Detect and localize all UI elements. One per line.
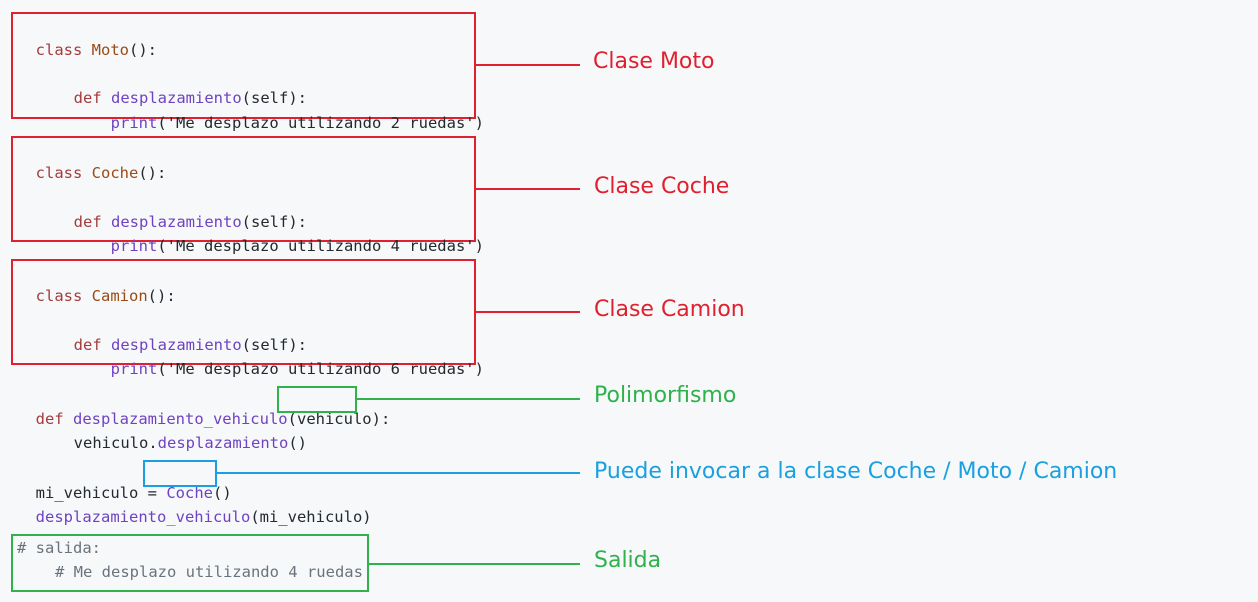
coche-def-line: def desplazamiento(self): — [55, 192, 307, 232]
class-name: Camion — [91, 287, 148, 305]
param-highlight-box — [277, 386, 357, 413]
class-name: Coche — [91, 164, 139, 182]
output-box — [11, 534, 369, 592]
camion-print-line: print('Me desplazo utilizando 6 ruedas') — [92, 339, 484, 379]
invocar-connector — [217, 472, 580, 474]
coche-connector — [476, 188, 580, 190]
params: (self): — [241, 336, 307, 354]
builtin: print — [110, 360, 158, 378]
punct: (): — [129, 41, 157, 59]
salida-connector — [369, 563, 580, 565]
def-vehiculo-line: def desplazamiento_vehiculo(vehiculo): — [17, 389, 391, 429]
class-name: Moto — [91, 41, 129, 59]
call-desplazamiento-line: vehiculo.desplazamiento() — [55, 413, 307, 453]
punct: (): — [138, 164, 167, 182]
keyword: class — [35, 41, 92, 59]
moto-class-line: class Moto(): — [17, 20, 157, 60]
moto-print-line: print('Me desplazo utilizando 2 ruedas') — [92, 93, 484, 133]
label-puede-invocar: Puede invocar a la clase Coche / Moto / … — [594, 459, 1118, 484]
output-comment-2: # Me desplazo utilizando 4 ruedas — [55, 563, 363, 581]
keyword: def — [73, 336, 111, 354]
paren-close: ): — [371, 410, 391, 428]
paren-open: ( — [287, 410, 297, 428]
camion-class-box — [11, 259, 476, 365]
keyword: def — [73, 89, 111, 107]
function-name: desplazamiento — [111, 336, 242, 354]
function-name: desplazamiento — [111, 89, 242, 107]
function-name: desplazamiento — [111, 213, 242, 231]
coche-class-line: class Coche(): — [17, 143, 167, 183]
builtin: print — [110, 114, 158, 132]
polimorfismo-connector — [357, 398, 580, 400]
params: (self): — [241, 89, 307, 107]
keyword: class — [35, 164, 92, 182]
punct: (): — [147, 287, 176, 305]
call-parens: () — [213, 484, 232, 502]
string: ('Me desplazo utilizando 4 ruedas') — [157, 237, 484, 255]
method-name: desplazamiento — [157, 434, 289, 452]
string: ('Me desplazo utilizando 2 ruedas') — [157, 114, 484, 132]
object-ref: vehiculo. — [73, 434, 158, 452]
label-clase-moto: Clase Moto — [593, 49, 715, 74]
camion-class-line: class Camion(): — [17, 266, 176, 306]
class-ref: Coche — [166, 484, 213, 502]
function-name: desplazamiento_vehiculo — [35, 508, 251, 526]
output-comment-1: # salida: — [17, 539, 101, 557]
keyword: def — [35, 410, 73, 428]
string: ('Me desplazo utilizando 6 ruedas') — [157, 360, 484, 378]
keyword: def — [73, 213, 111, 231]
invoke-line: desplazamiento_vehiculo(mi_vehiculo) — [17, 487, 372, 527]
label-polimorfismo: Polimorfismo — [594, 383, 737, 408]
coche-class-box — [11, 136, 476, 242]
camion-def-line: def desplazamiento(self): — [55, 315, 307, 355]
moto-def-line: def desplazamiento(self): — [55, 68, 307, 108]
call-parens: () — [288, 434, 307, 452]
label-salida: Salida — [594, 548, 662, 573]
label-clase-camion: Clase Camion — [594, 297, 745, 322]
coche-print-line: print('Me desplazo utilizando 4 ruedas') — [92, 216, 484, 256]
moto-connector — [476, 64, 580, 66]
keyword: class — [35, 287, 92, 305]
call-args: (mi_vehiculo) — [250, 508, 372, 526]
variable: mi_vehiculo = — [35, 484, 167, 502]
label-clase-coche: Clase Coche — [594, 174, 730, 199]
moto-class-box — [11, 12, 476, 119]
camion-connector — [476, 311, 580, 313]
param-vehiculo: vehiculo — [296, 410, 372, 428]
function-name: desplazamiento_vehiculo — [73, 410, 288, 428]
assign-line: mi_vehiculo = Coche() — [17, 463, 232, 503]
class-call-highlight-box — [143, 460, 217, 487]
params: (self): — [241, 213, 307, 231]
builtin: print — [110, 237, 158, 255]
